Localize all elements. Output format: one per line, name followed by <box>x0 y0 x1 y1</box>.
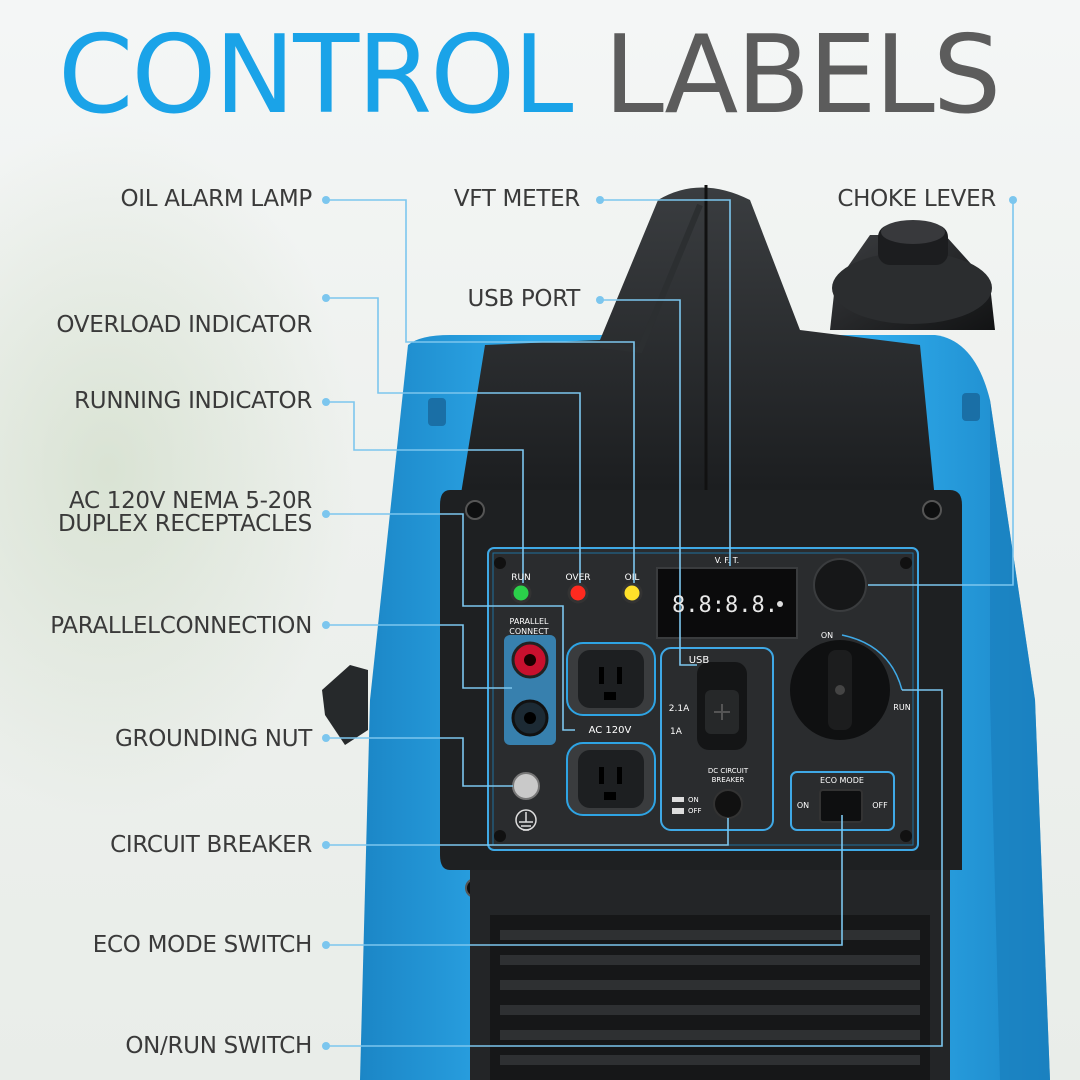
title-part-labels: LABELS <box>603 13 1002 138</box>
callout-overload-indicator: OVERLOAD INDICATOR <box>56 312 312 338</box>
ac-outlets <box>566 642 656 816</box>
choke-lever <box>813 558 867 612</box>
over-led <box>567 582 589 604</box>
dc-breaker-label-2: BREAKER <box>712 776 745 784</box>
eco-on-label: ON <box>797 801 809 810</box>
over-label: OVER <box>565 573 590 583</box>
callout-ac-receptacles: AC 120V NEMA 5-20R DUPLEX RECEPTACLES <box>58 490 312 535</box>
parallel-label-1: PARALLEL <box>510 617 549 626</box>
dc-off-label: OFF <box>688 807 702 815</box>
oil-led <box>621 582 643 604</box>
knob-run-label: RUN <box>893 703 910 712</box>
usb-21a-label: 2.1A <box>669 704 690 714</box>
callout-vft-meter: VFT METER <box>453 186 580 212</box>
ac-120v-label: AC 120V <box>589 725 632 736</box>
run-led <box>510 582 532 604</box>
usb-section <box>660 647 774 831</box>
usb-1a-label: 1A <box>670 727 683 737</box>
leader-dots <box>322 196 1017 1050</box>
vft-label: V. F. T. <box>715 556 739 565</box>
background-blur <box>0 120 360 820</box>
knob-on-label: ON <box>821 631 833 640</box>
leader-lines <box>326 199 1014 1047</box>
page-title: CONTROL LABELS <box>58 22 1001 130</box>
fuel-cap <box>830 220 995 330</box>
eco-off-label: OFF <box>872 801 888 810</box>
dc-breaker-button <box>713 789 743 819</box>
oil-label: OIL <box>625 573 640 583</box>
callout-grounding-nut: GROUNDING NUT <box>115 726 312 752</box>
callout-choke-lever: CHOKE LEVER <box>837 186 996 212</box>
callout-parallel-connection: PARALLELCONNECTION <box>50 613 312 639</box>
callout-running-indicator: RUNNING INDICATOR <box>74 388 312 414</box>
dc-on-label: ON <box>688 796 699 804</box>
callout-oil-alarm-lamp: OIL ALARM LAMP <box>120 186 312 212</box>
eco-mode-label: ECO MODE <box>820 776 864 785</box>
vft-readout: 8.8:8.8. <box>672 593 778 618</box>
callout-eco-mode-switch: ECO MODE SWITCH <box>92 932 313 958</box>
parallel-label-2: CONNECT <box>509 627 548 636</box>
side-handle <box>322 665 368 745</box>
top-housing <box>460 187 935 500</box>
callout-ac-receptacles-line2: DUPLEX RECEPTACLES <box>57 510 312 537</box>
run-label: RUN <box>511 573 531 583</box>
grounding-nut <box>512 772 540 800</box>
callout-circuit-breaker: CIRCUIT BREAKER <box>110 832 312 858</box>
eco-mode-switch <box>819 789 863 823</box>
callout-usb-port: USB PORT <box>467 286 581 312</box>
callout-on-run-switch: ON/RUN SWITCH <box>125 1033 312 1059</box>
callout-ac-receptacles-line1: AC 120V NEMA 5-20R <box>68 488 312 514</box>
dc-breaker-label-1: DC CIRCUIT <box>708 767 749 775</box>
title-part-control: CONTROL <box>58 13 573 138</box>
air-vents <box>500 930 920 1065</box>
usb-label: USB <box>689 655 710 666</box>
